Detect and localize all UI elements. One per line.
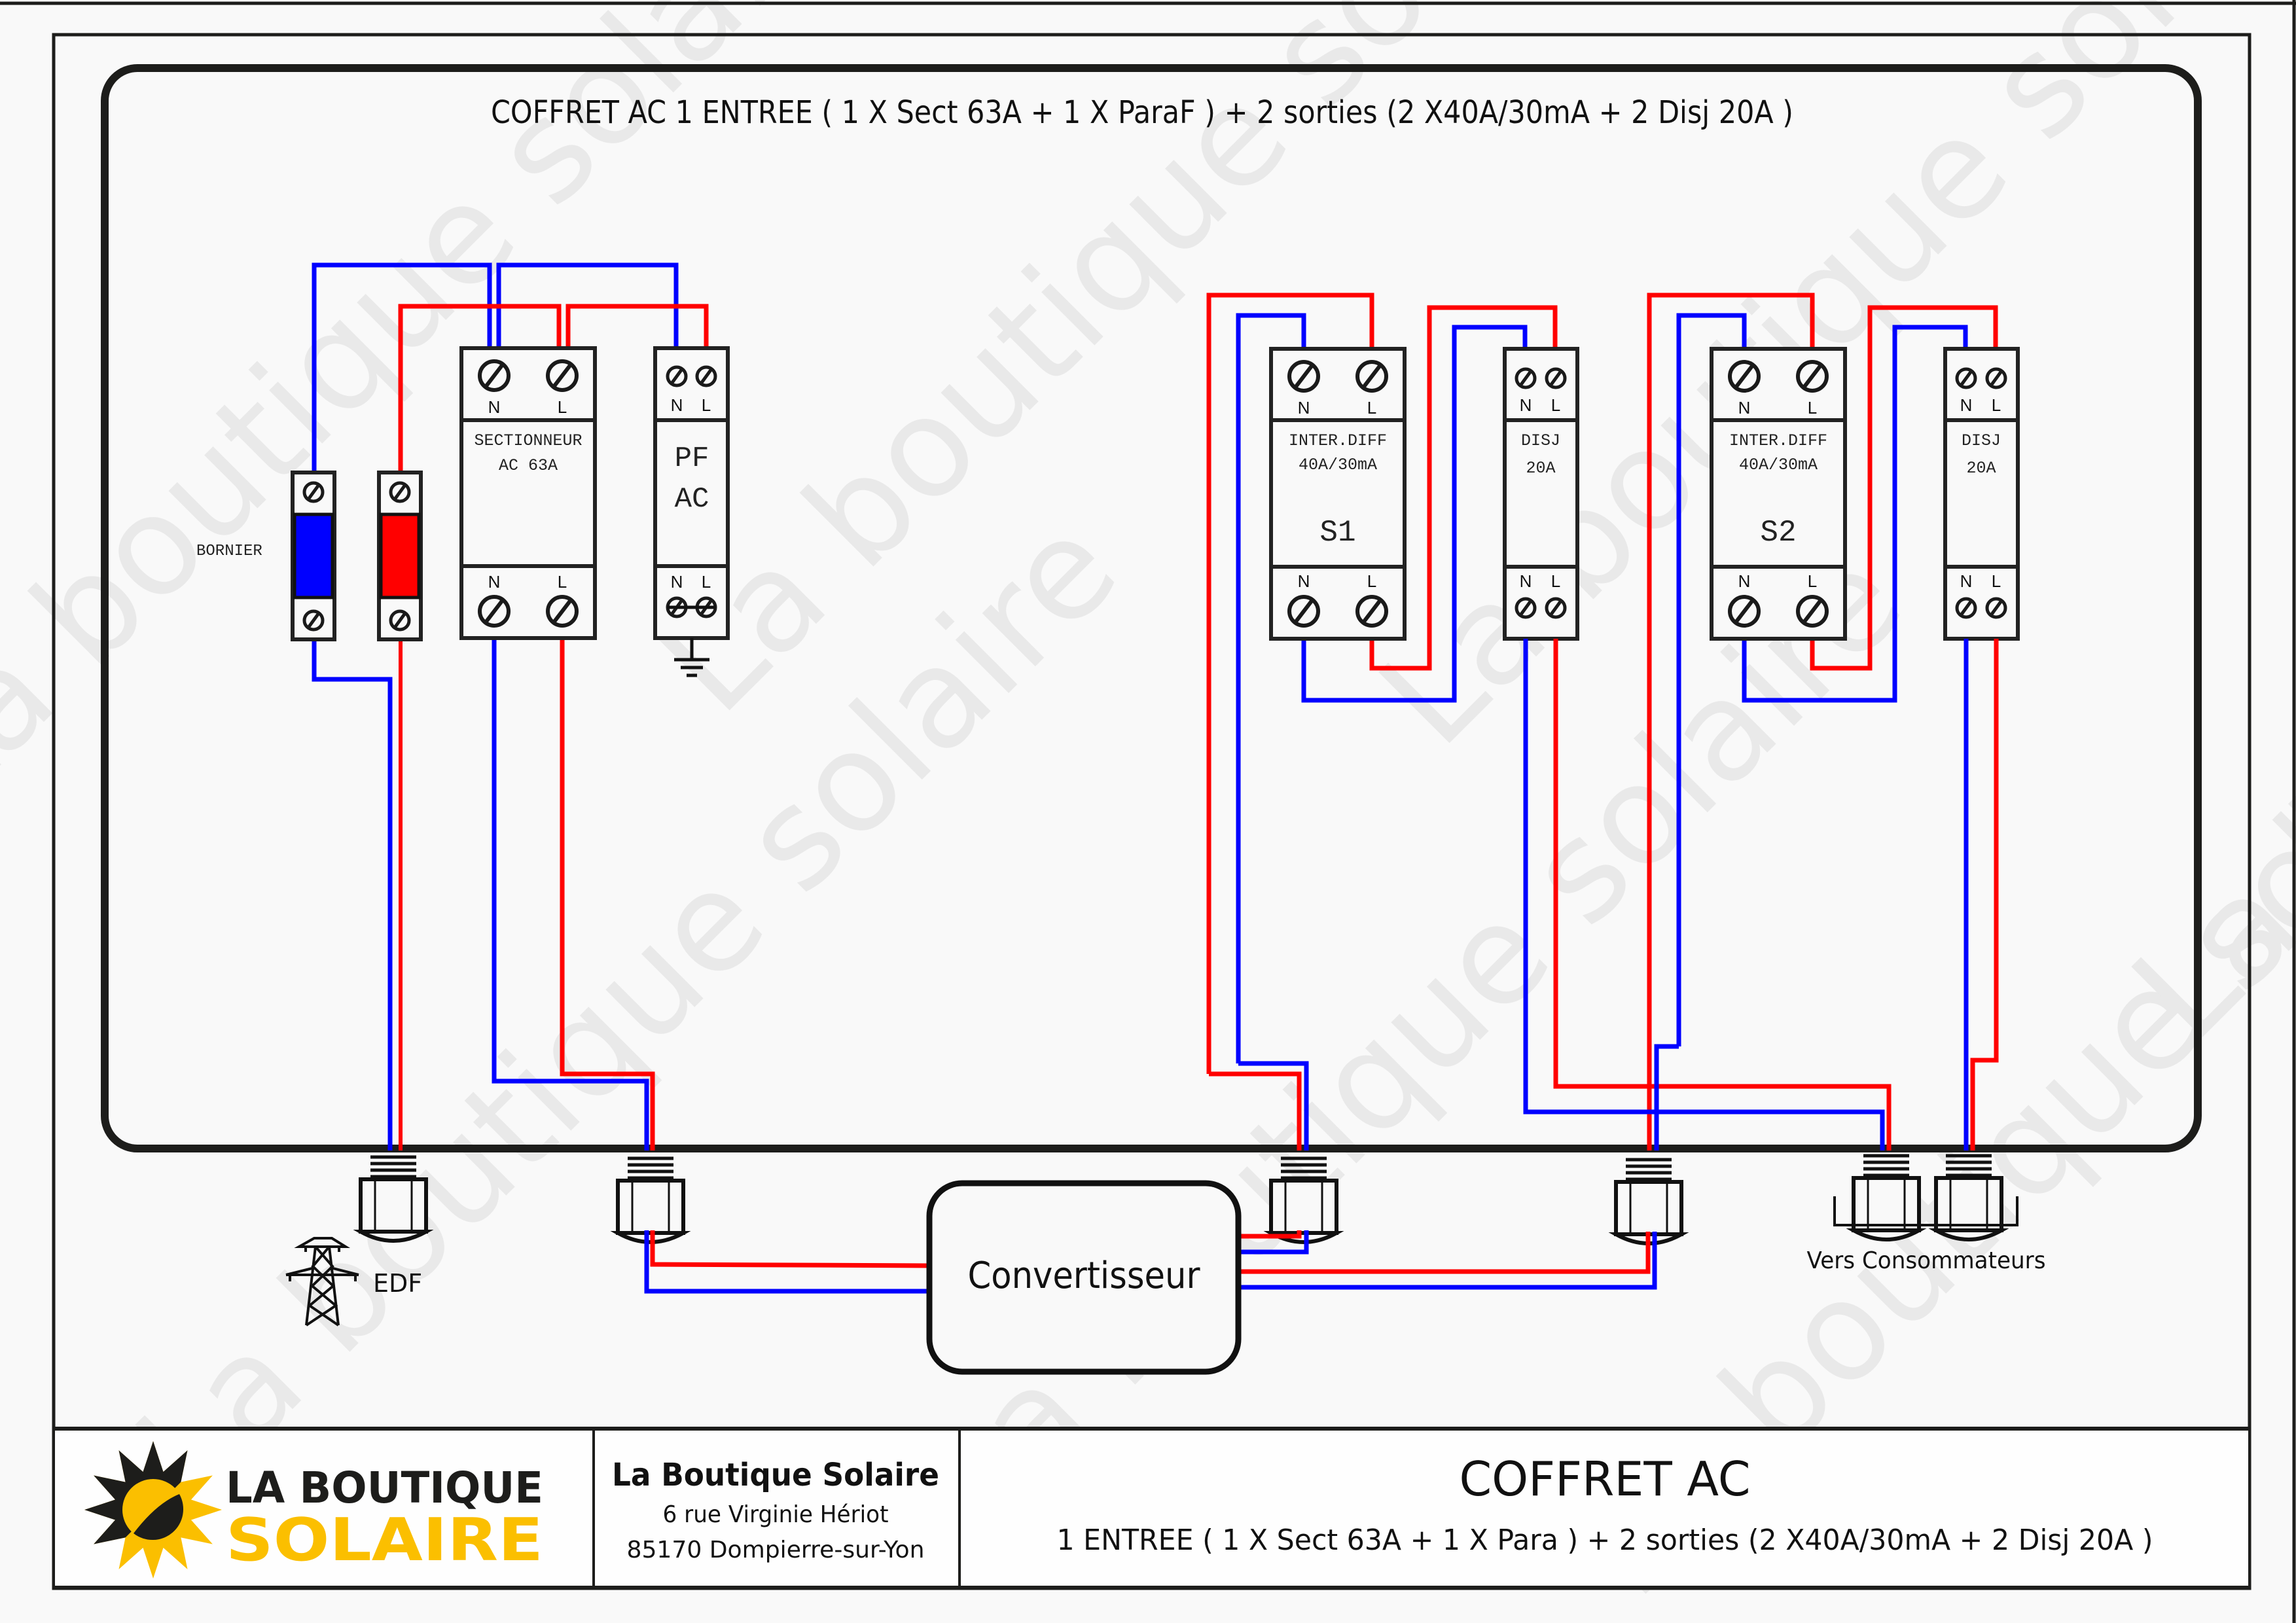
cable-gland-converter-in [618,1158,683,1242]
cable-gland-edf [361,1157,426,1241]
terminal-label-n: N [1520,395,1532,415]
terminal-label-n: N [1738,398,1751,418]
company-address-line1: 6 rue Virginie Hériot [663,1501,889,1528]
left-wiring [312,262,709,1150]
module-rating-label: 40A/30mA [1739,455,1818,474]
svg-text:N: N [488,572,501,592]
enclosure-box [101,64,2202,1152]
terminal-label-n: N [1298,571,1310,591]
terminal-label-l: L [1551,395,1560,415]
output-id-label: S2 [1760,516,1796,550]
svg-text:L: L [558,572,567,592]
terminal-label-n: N [1520,571,1532,591]
svg-text:SECTIONNEUR: SECTIONNEUR [474,431,582,450]
module-rating-label: 40A/30mA [1299,455,1377,474]
terminal-label-l: L [1808,398,1817,418]
svg-text:AC: AC [675,483,709,516]
svg-text:L: L [702,395,711,415]
module-type-label: INTER.DIFF [1289,431,1387,450]
output-wiring-1 [1206,293,1558,1074]
inter-diff-module-s1: N L N L INTER.DIFF 40A/30mA S1 [1269,347,1407,641]
consumers-bracket [1833,1196,2018,1226]
inter-diff-module-s2: N L N L INTER.DIFF 40A/30mA S2 [1710,347,1847,641]
cable-gland-consumer-2 [1936,1156,2001,1240]
document-subtitle: 1 ENTREE ( 1 X Sect 63A + 1 X Para ) + 2… [1057,1524,2153,1557]
svg-text:AC 63A: AC 63A [499,456,558,475]
module-rating-label: 20A [1526,459,1555,478]
edf-label: EDF [373,1269,422,1298]
module-type-label: DISJ [1962,431,2001,450]
document-title: COFFRET AC [1460,1452,1751,1507]
converter-wiring [644,1230,1657,1294]
consumer-wiring [1209,639,1999,1150]
terminal-label-l: L [1808,571,1817,591]
terminal-label-l: L [1367,571,1376,591]
terminal-label-n: N [1738,571,1751,591]
converter-box: Convertisseur [926,1180,1242,1375]
cable-gland-consumer-1 [1854,1156,1919,1240]
svg-text:L: L [702,572,711,592]
module-type-label: INTER.DIFF [1729,431,1827,450]
parafoudre-module: N L N L PF AC [653,346,730,640]
terminal-label-l: L [1367,398,1376,418]
terminal-label-l: L [1992,395,2001,415]
svg-text:PF: PF [675,442,709,475]
converter-label: Convertisseur [968,1255,1201,1297]
svg-text:N: N [671,572,683,592]
diagram-title: COFFRET AC 1 ENTREE ( 1 X Sect 63A + 1 X… [491,94,1793,131]
company-name: La Boutique Solaire [612,1457,939,1493]
module-rating-label: 20A [1966,459,1996,478]
cable-gland-s2 [1616,1160,1681,1243]
svg-text:N: N [671,395,683,415]
bornier-phase [377,471,423,641]
title-block [54,1427,2250,1590]
sectionneur-module: N L N L SECTIONNEUR AC 63A [459,346,597,640]
ground-icon [674,638,709,677]
terminal-label-l: L [1551,571,1560,591]
bornier-neutral [291,471,336,641]
logo-line1: LA BOUTIQUE [226,1463,543,1513]
terminal-label-n: N [1960,571,1973,591]
terminal-label-n: N [1298,398,1310,418]
terminal-label-l: L [1992,571,2001,591]
company-address-line2: 85170 Dompierre-sur-Yon [627,1537,925,1563]
svg-text:L: L [558,397,567,417]
cable-gland-s1 [1271,1158,1336,1242]
output-id-label: S1 [1319,516,1355,550]
logo-line2: SOLAIRE [226,1506,543,1575]
svg-text:N: N [488,397,501,417]
consumers-label: Vers Consommateurs [1807,1247,2046,1274]
terminal-label-n: N [1960,395,1973,415]
module-type-label: DISJ [1521,431,1560,450]
pylon-icon [285,1237,359,1327]
output-wiring-2 [1647,293,1998,1150]
bornier-label: BORNIER [196,543,262,560]
